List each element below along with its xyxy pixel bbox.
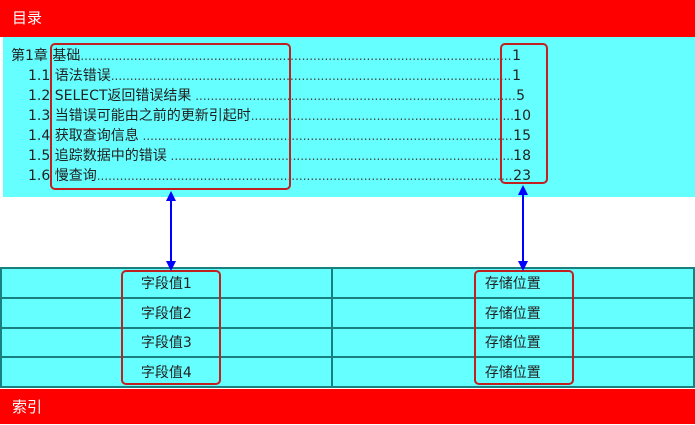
toc-entry-title: 1.4 获取查询信息 <box>28 128 139 144</box>
index-field-value: 字段值1 <box>0 267 333 299</box>
index-storage-location: 存储位置 <box>330 356 695 388</box>
toc-entry-page: 1 <box>512 48 521 64</box>
toc-leader-dots: ........................................… <box>96 169 513 183</box>
toc-header: 目录 <box>0 0 695 37</box>
index-footer: 索引 <box>0 389 695 424</box>
index-field-value: 字段值3 <box>0 326 333 359</box>
toc-entry-page: 18 <box>513 148 531 164</box>
table-row: 字段值4 存储位置 <box>0 356 695 388</box>
toc-leader-dots: ........................................… <box>195 89 516 103</box>
toc-entry-title: 1.2 SELECT返回错误结果 <box>28 88 192 104</box>
toc-entry-page: 15 <box>513 128 531 144</box>
index-field-value: 字段值2 <box>0 296 333 329</box>
index-storage-location: 存储位置 <box>330 326 695 359</box>
table-row: 字段值2 存储位置 <box>0 296 695 329</box>
index-table: 字段值1 存储位置 字段值2 存储位置 字段值3 存储位置 字段值4 存储位置 <box>0 267 695 388</box>
toc-panel: 第1章 基础 .................................… <box>3 37 695 197</box>
toc-entry-page: 5 <box>516 88 525 104</box>
table-row: 字段值3 存储位置 <box>0 326 695 359</box>
toc-entry-page: 23 <box>513 168 531 184</box>
toc-entry: 第1章 基础 .................................… <box>11 46 521 67</box>
toc-leader-dots: ........................................… <box>170 149 514 163</box>
toc-leader-dots: ........................................… <box>142 129 514 143</box>
toc-entry-title: 第1章 基础 <box>11 48 81 64</box>
toc-entry: 1.2 SELECT返回错误结果 .......................… <box>28 86 525 107</box>
table-row: 字段值1 存储位置 <box>0 267 695 299</box>
toc-entry: 1.5 追踪数据中的错误 ...........................… <box>28 146 531 167</box>
toc-entry-page: 1 <box>512 68 521 84</box>
toc-entry: 1.3 当错误可能由之前的更新引起时 .....................… <box>28 106 531 127</box>
index-storage-location: 存储位置 <box>330 296 695 329</box>
toc-entry-title: 1.3 当错误可能由之前的更新引起时 <box>28 108 251 124</box>
toc-entry-page: 10 <box>513 108 531 124</box>
index-field-value: 字段值4 <box>0 356 333 388</box>
toc-leader-dots: ........................................… <box>250 109 513 123</box>
toc-leader-dots: ........................................… <box>80 49 512 63</box>
toc-entry-title: 1.1 语法错误 <box>28 68 111 84</box>
toc-entry: 1.4 获取查询信息 .............................… <box>28 126 531 147</box>
toc-entry: 1.1 语法错误 ...............................… <box>28 66 521 87</box>
toc-leader-dots: ........................................… <box>110 69 512 83</box>
index-storage-location: 存储位置 <box>330 267 695 299</box>
toc-entry-title: 1.6 慢查询 <box>28 168 97 184</box>
toc-entry: 1.6 慢查询 ................................… <box>28 166 531 187</box>
toc-entry-title: 1.5 追踪数据中的错误 <box>28 148 167 164</box>
